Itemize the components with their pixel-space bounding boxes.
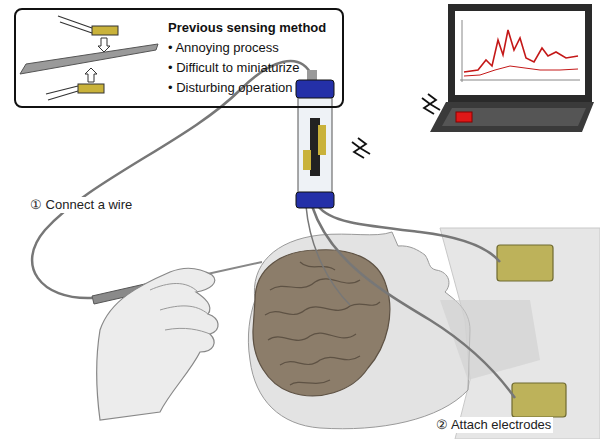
usb-dongle xyxy=(456,112,472,122)
signal-trace xyxy=(464,66,578,76)
clip-wire xyxy=(46,86,78,100)
finger-lines xyxy=(150,284,210,335)
head-outline xyxy=(248,232,470,429)
circuit-board xyxy=(318,125,326,155)
inset-heading: Previous sensing method xyxy=(168,18,326,38)
chart-axis xyxy=(462,20,463,82)
connector xyxy=(307,70,317,80)
inset-bullet: • Disturbing operation xyxy=(168,78,326,98)
device-cap xyxy=(296,80,334,98)
laptop-display xyxy=(455,11,585,95)
electrode-pad xyxy=(497,245,553,281)
clip-electrode xyxy=(78,84,104,93)
shoulder-body xyxy=(440,228,600,439)
chart-axis xyxy=(460,80,580,81)
inset-bullet: • Difficult to miniaturize xyxy=(168,58,326,78)
laptop-screen xyxy=(448,4,592,102)
device-body xyxy=(298,95,332,195)
electrode-pad xyxy=(512,383,566,417)
clip-wire xyxy=(58,16,92,33)
signal-trace xyxy=(464,30,578,72)
laptop-base xyxy=(430,102,594,132)
callout-label: ① Connect a wire xyxy=(28,197,134,213)
circuit-board xyxy=(303,150,311,170)
press-arrow xyxy=(98,38,110,52)
clip-electrode xyxy=(92,26,118,35)
device-cap xyxy=(296,192,334,208)
inset-box: Previous sensing method• Annoying proces… xyxy=(14,8,344,108)
brain xyxy=(253,250,390,396)
press-arrow xyxy=(85,68,97,82)
keyboard xyxy=(442,108,586,126)
wireless-symbol xyxy=(352,94,440,158)
callout-label: ② Attach electrodes xyxy=(434,417,553,433)
brain-folds xyxy=(265,262,380,385)
inset-bullet: • Annoying process xyxy=(168,38,326,58)
hand xyxy=(97,268,218,420)
